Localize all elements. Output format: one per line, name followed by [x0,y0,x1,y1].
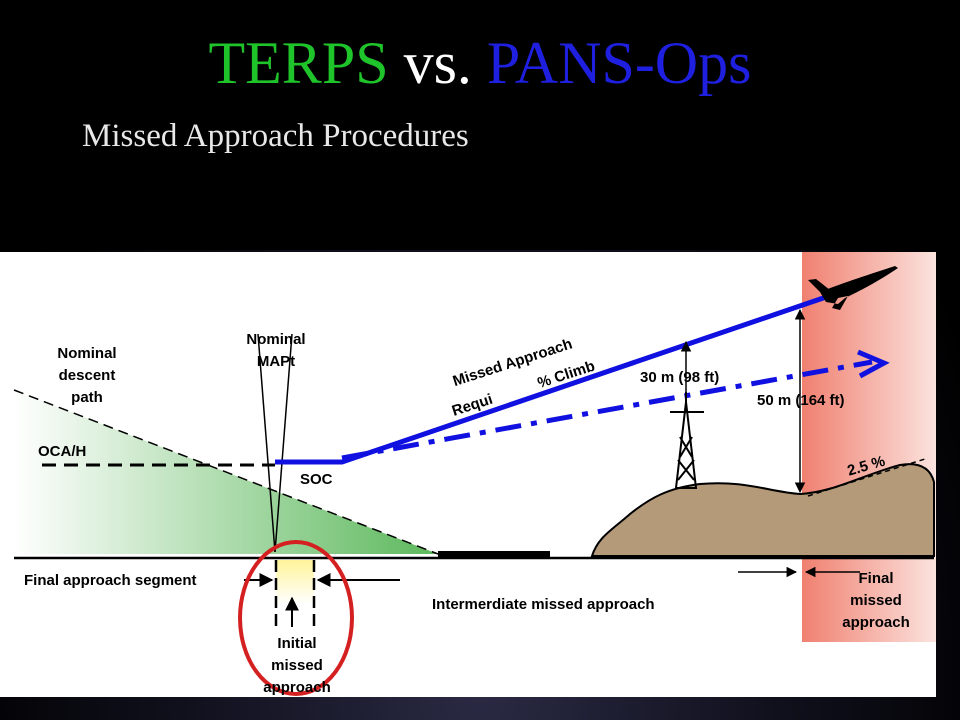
oca-label: OCA/H [38,443,86,460]
nominal-descent-label-2: descent [59,367,116,384]
title-pansops: PANS-Ops [486,30,752,96]
initial-missed-highlight [238,540,354,696]
initial-missed-zone [276,560,314,604]
airplane-icon [808,266,898,310]
nominal-mapt-label-1: Nominal [246,331,305,348]
climb-arrowhead [857,349,890,379]
nominal-descent-label-3: path [71,389,103,406]
tower-icon [670,392,704,489]
runway [438,551,550,559]
initial-label-3: approach [263,679,331,696]
diagram-panel: Nominal descent path Nominal MAPt OCA/H … [0,252,936,697]
clearance-30-label: 30 m (98 ft) [640,369,719,386]
final-missed-label-2: missed [850,592,902,609]
missed-approach-diagram: Nominal descent path Nominal MAPt OCA/H … [13,252,936,696]
clearance-50-label: 50 m (164 ft) [757,392,845,409]
nominal-descent-label-1: Nominal [57,345,116,362]
slide-title: TERPS vs. PANS-Ops [0,28,960,98]
mapt-cone-left [257,333,276,553]
title-background [0,0,960,250]
nominal-climb-path [341,359,873,461]
slide-subtitle: Missed Approach Procedures [82,118,469,154]
initial-label-1: Initial [277,635,316,652]
gradient-line [807,457,929,497]
final-segment-label: Final approach segment [24,572,197,589]
missed-approach-path [275,291,836,465]
title-terps: TERPS [208,30,389,96]
title-vs: vs. [403,30,472,96]
final-missed-zone [802,252,936,642]
terrain [590,463,935,557]
nominal-descent-path [13,389,439,555]
initial-label-2: missed [271,657,323,674]
final-missed-label-3: approach [842,614,910,631]
soc-label: SOC [300,471,333,488]
final-missed-label-1: Final [858,570,893,587]
mapt-cone-right [274,333,293,553]
intermediate-label: Intermerdiate missed approach [432,596,655,613]
nominal-mapt-label-2: MAPt [257,353,295,370]
